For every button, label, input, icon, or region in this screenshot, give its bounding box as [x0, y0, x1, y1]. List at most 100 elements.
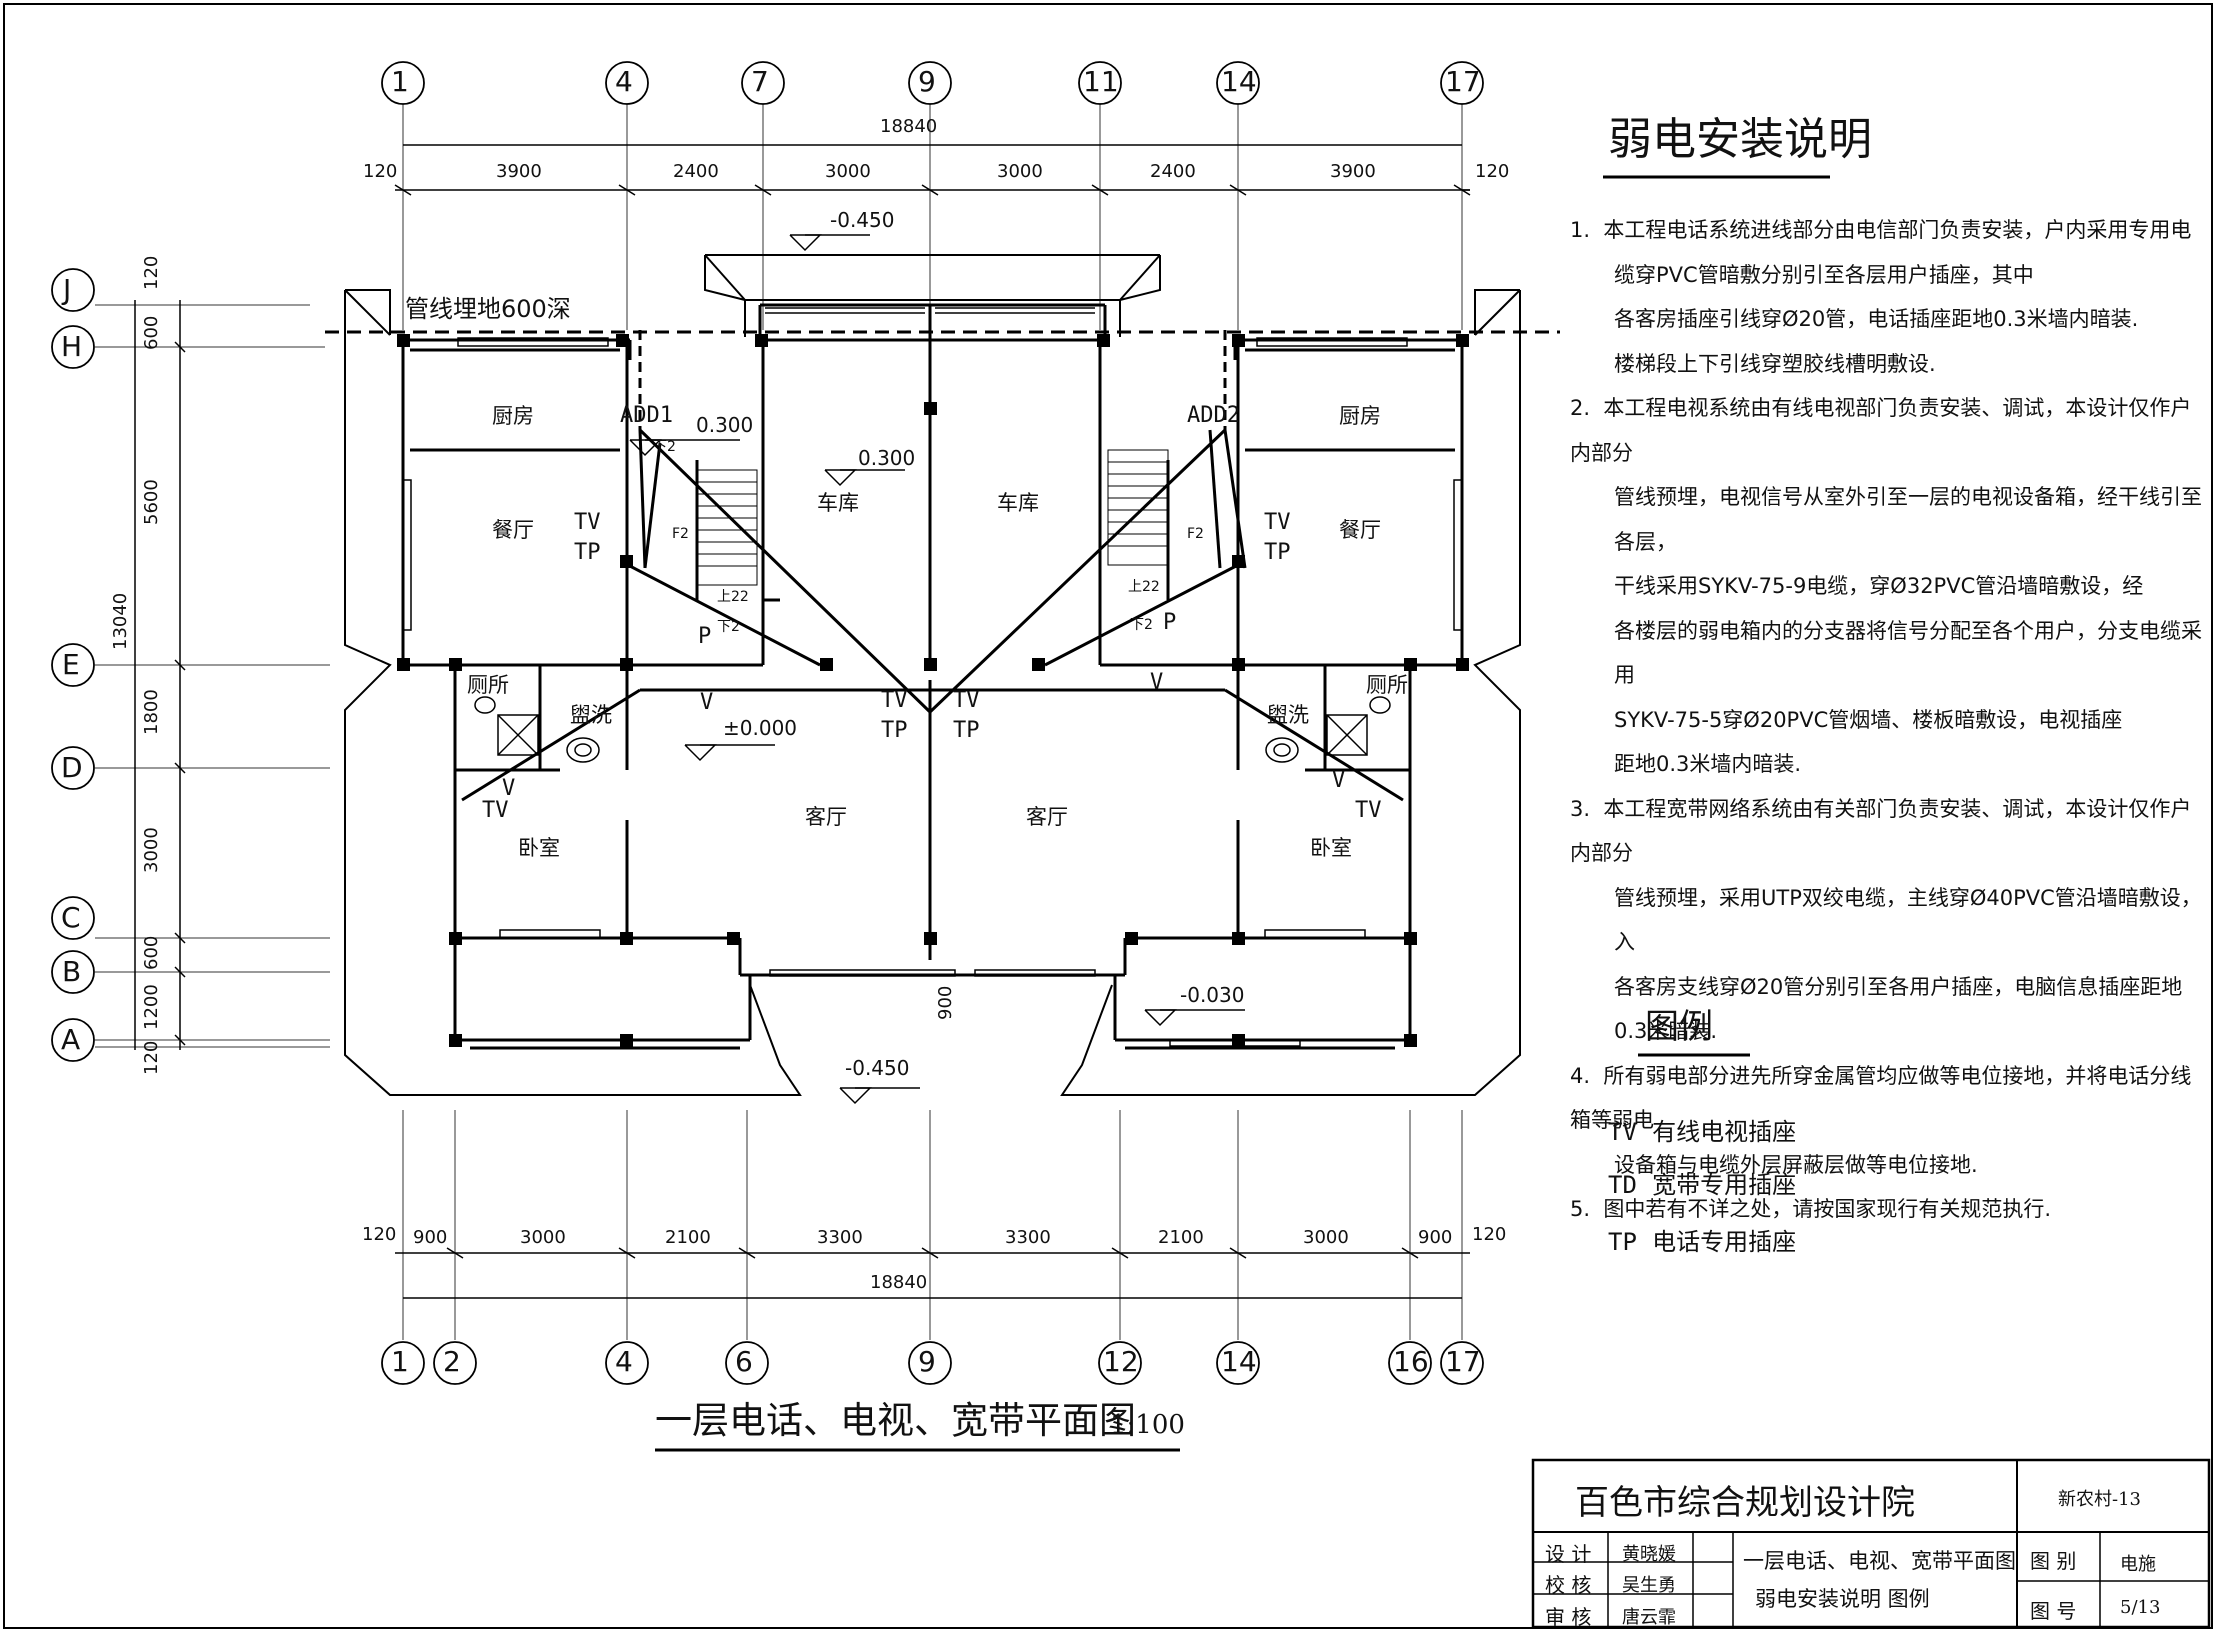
legend-heading: 图例	[1645, 1007, 1713, 1047]
room-kitchen-right: 厨房	[1339, 404, 1381, 428]
room-dining-left: 餐厅	[492, 518, 534, 542]
dim-left-total: 13040	[110, 592, 131, 650]
note-5-line-1: 图中若有不详之处，请按国家现行有关规范执行.	[1603, 1197, 2052, 1221]
dim-top-1: 3900	[496, 161, 542, 182]
check-label: 校 核	[1545, 1573, 1592, 1597]
legend-item-tp: TP 电话专用插座	[1608, 1222, 1796, 1257]
legend-td-label: 宽带专用插座	[1652, 1171, 1797, 1199]
axis-top-4: 4	[615, 65, 633, 98]
room-bedroom-left: 卧室	[518, 836, 560, 860]
note-4-line-2: 设备箱与电缆外层屏蔽层做等电位接地.	[1614, 1152, 1978, 1177]
note-2-line-5: SYKV-75-5穿Ø20PVC管烟墙、楼板暗敷设，电视插座	[1614, 707, 2123, 732]
level-living: ±0.000	[723, 716, 798, 740]
dim-left-4: 3000	[141, 827, 162, 873]
note-1-line-3: 各客房插座引线穿Ø20管，电话插座距地0.3米墙内暗装.	[1614, 307, 2139, 331]
level-porch-right: -0.030	[1180, 983, 1245, 1007]
tv-socket-bedroom-left: TV	[482, 798, 509, 823]
sheet-number: 5/13	[2120, 1597, 2161, 1618]
level-porch-left: -0.450	[845, 1056, 910, 1080]
legend-tp-symbol: TP	[1608, 1228, 1637, 1256]
dim-top-2: 2400	[673, 161, 719, 182]
axis-left-a: A	[61, 1023, 81, 1056]
drawing-scale: 1:100	[1110, 1410, 1185, 1440]
axis-bottom-2: 2	[443, 1345, 461, 1378]
axis-bottom-16: 16	[1393, 1345, 1429, 1378]
dim-left-2: 5600	[141, 479, 162, 525]
dim-bottom-total: 18840	[870, 1272, 928, 1293]
dim-top-total: 18840	[880, 116, 938, 137]
room-toilet-left: 厕所	[467, 673, 509, 697]
room-kitchen-left: 厨房	[492, 404, 534, 428]
note-1-line-1: 本工程电话系统进线部分由电信部门负责安装，户内采用专用电	[1603, 218, 2192, 242]
room-wash-left: 盥洗	[570, 703, 612, 727]
axis-top-1: 1	[391, 65, 409, 98]
dim-left-1: 600	[141, 315, 162, 350]
v-living-right: V	[1150, 670, 1164, 695]
tp-socket-dining-right: TP	[1264, 540, 1291, 565]
note-2-line-2: 管线预埋，电视信号从室外引至一层的电视设备箱，经干线引至各层，	[1614, 485, 2202, 554]
sheet-border	[3, 3, 2213, 1629]
room-garage-right: 车库	[997, 491, 1039, 515]
tp-socket-dining-left: TP	[574, 540, 601, 565]
dim-bottom-6: 2100	[1158, 1227, 1204, 1248]
dim-bottom-9: 120	[1472, 1224, 1507, 1245]
room-wash-right: 盥洗	[1267, 703, 1309, 727]
axis-left-c: C	[61, 901, 81, 934]
dim-top-4: 3000	[997, 161, 1043, 182]
dim-left-5: 600	[141, 935, 162, 970]
axis-bubbles	[51, 61, 1484, 1385]
axis-bottom-12: 12	[1103, 1345, 1139, 1378]
room-dining-right: 餐厅	[1339, 518, 1381, 542]
note-2-line-1: 本工程电视系统由有线电视部门负责安装、调试，本设计仅作户内部分	[1570, 396, 2192, 465]
down-left: 下2	[653, 439, 676, 455]
note-3-num: 3.	[1570, 796, 1591, 821]
axis-left-e: E	[62, 648, 80, 681]
axis-left-b: B	[62, 955, 82, 988]
legend-tp-label: 电话专用插座	[1652, 1228, 1797, 1256]
note-5-num: 5.	[1570, 1197, 1591, 1221]
note-1-num: 1.	[1570, 218, 1591, 242]
checker-name: 吴生勇	[1622, 1575, 1676, 1596]
room-living-right: 客厅	[1026, 805, 1068, 829]
f2-right: F2	[1187, 526, 1204, 542]
axis-bottom-9: 9	[918, 1345, 936, 1378]
dim-top-5: 2400	[1150, 161, 1196, 182]
review-label: 审 核	[1545, 1605, 1592, 1629]
note-3-line-1: 本工程宽带网络系统由有关部门负责安装、调试，本设计仅作户内部分	[1570, 796, 2192, 866]
level-garage: 0.300	[858, 446, 916, 470]
tv-socket-dining-left: TV	[574, 510, 601, 535]
project-code: 新农村-13	[2058, 1489, 2141, 1510]
category-value: 电施	[2120, 1554, 2156, 1575]
notes-heading: 弱电安装说明	[1608, 114, 1872, 165]
axis-left-d: D	[61, 751, 83, 784]
down-mid-left: 下2	[717, 619, 740, 635]
dim-bottom-1: 900	[413, 1227, 448, 1248]
tv-socket-living-right: TV	[953, 688, 980, 713]
f2-left: F2	[672, 526, 689, 542]
tp-socket-living-left: TP	[881, 718, 908, 743]
cable-note: 管线埋地600深	[405, 295, 571, 323]
note-4-line-1: 所有弱电部分进先所穿金属管均应做等电位接地，并将电话分线箱等弱电	[1570, 1063, 2192, 1133]
note-1-line-2: 缆穿PVC管暗敷分别引至各层用户插座，其中	[1614, 262, 2034, 287]
dim-bottom-0: 120	[362, 1224, 397, 1245]
p-right: P	[1163, 610, 1177, 635]
dim-bottom-4: 3300	[817, 1227, 863, 1248]
note-2-line-6: 距地0.3米墙内暗装.	[1614, 752, 1802, 776]
axis-left-j: J	[63, 273, 72, 306]
axis-bottom-6: 6	[735, 1345, 753, 1378]
axis-top-9: 9	[918, 65, 936, 98]
tv-socket-bedroom-right: TV	[1355, 798, 1382, 823]
dim-bottom-2: 3000	[520, 1227, 566, 1248]
sheet-title-line-1: 一层电话、电视、宽带平面图	[1743, 1549, 2016, 1573]
dim-top-0: 120	[363, 161, 398, 182]
axis-top-7: 7	[751, 65, 769, 98]
note-2-line-4: 各楼层的弱电箱内的分支器将信号分配至各个用户，分支电缆采用	[1614, 618, 2202, 688]
room-garage-left: 车库	[817, 491, 859, 515]
box-add1: ADD1	[620, 403, 673, 428]
level-top: -0.450	[830, 208, 895, 232]
axis-top-11: 11	[1083, 65, 1119, 98]
box-add2: ADD2	[1187, 403, 1240, 428]
drawing-title: 一层电话、电视、宽带平面图	[655, 1399, 1136, 1442]
